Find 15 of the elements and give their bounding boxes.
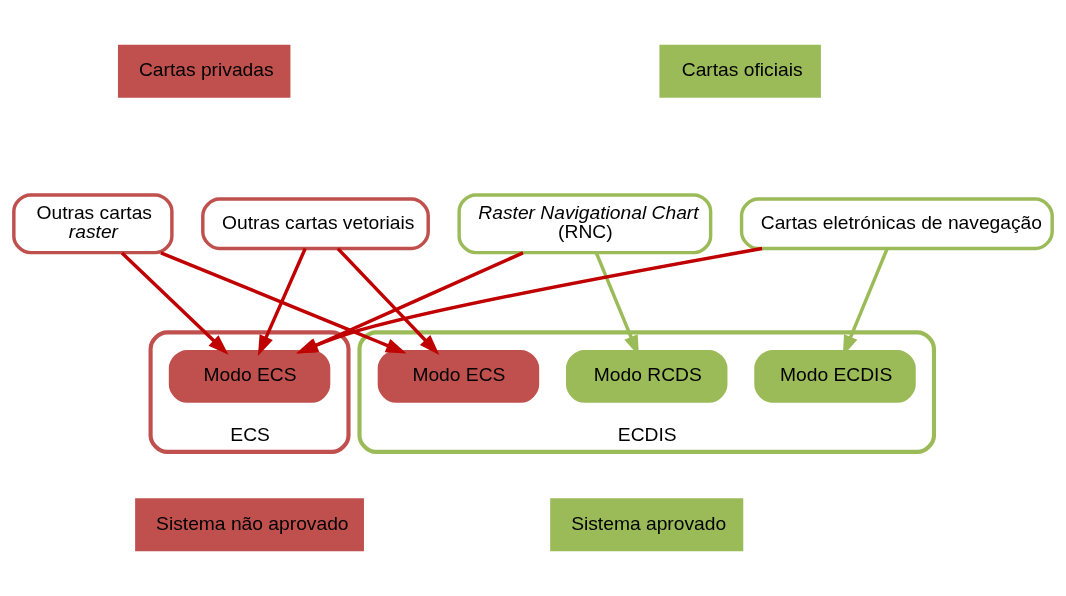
node-box: Outras cartas vetoriais [201,197,430,251]
node-box: Modo ECS [168,349,331,403]
node-box: Cartas oficiais [659,44,821,98]
arrow [120,251,229,355]
node-box: Cartas eletrónicas de navegação [739,197,1054,251]
node-box: Cartas privadas [117,44,291,98]
arrow [336,247,440,355]
node-box: Modo ECDIS [754,349,916,403]
node-box: Sistema não aprovado [135,498,364,552]
node-box: Outras cartas raster [12,193,174,255]
node-box: Modo ECS [377,349,540,403]
node-box: Raster Navigational Chart (RNC) [457,193,713,255]
node-box: Sistema aprovado [550,498,744,552]
node-box: Modo RCDS [566,349,728,403]
arrow [257,247,307,356]
